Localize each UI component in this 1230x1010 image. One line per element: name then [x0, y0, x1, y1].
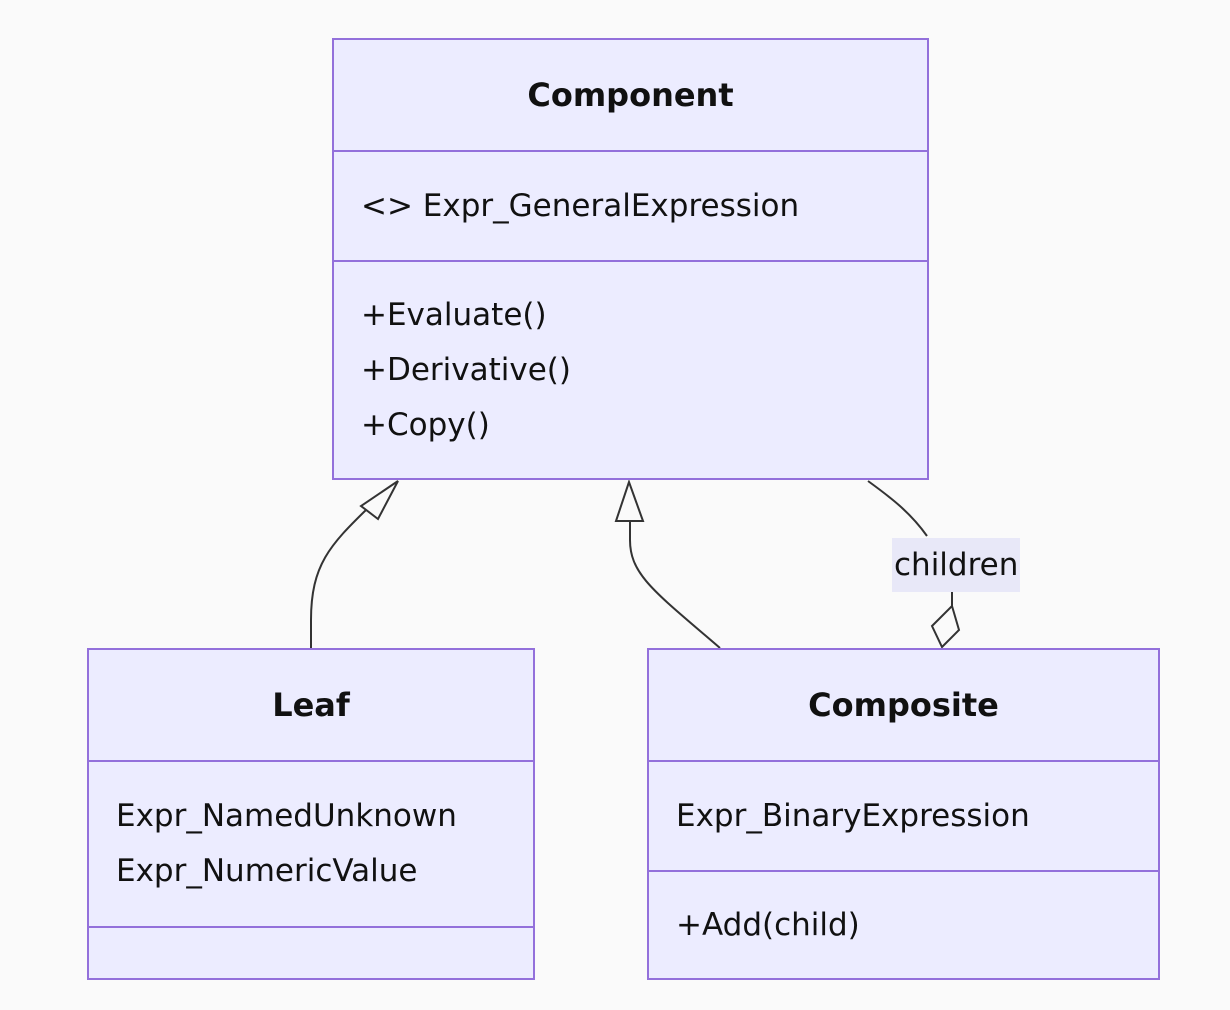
leaf-inheritance-line	[310, 507, 369, 648]
class-component-methods: +Evaluate() +Derivative() +Copy()	[334, 260, 927, 478]
class-composite-attributes: Expr_BinaryExpression	[649, 760, 1158, 870]
class-component[interactable]: Component <> Expr_GeneralExpression +Eva…	[332, 38, 929, 480]
class-leaf-name: Leaf	[272, 686, 350, 724]
class-composite-method: +Add(child)	[676, 906, 860, 943]
class-leaf-attribute: Expr_NumericValue	[116, 853, 418, 889]
composite-inheritance-arrowhead	[614, 478, 645, 522]
class-component-name: Component	[527, 76, 734, 114]
class-component-attributes: <> Expr_GeneralExpression	[334, 150, 927, 260]
class-component-method: +Derivative()	[361, 351, 571, 388]
class-leaf-attribute: Expr_NamedUnknown	[116, 798, 457, 834]
class-composite-attribute: Expr_BinaryExpression	[676, 797, 1030, 834]
class-composite-methods: +Add(child)	[649, 870, 1158, 978]
leaf-inheritance-arrowhead	[359, 480, 399, 521]
class-leaf-methods	[89, 926, 533, 978]
class-component-method: +Copy()	[361, 406, 490, 443]
class-leaf-attributes: Expr_NamedUnknown Expr_NumericValue	[89, 760, 533, 926]
composite-inheritance-line	[629, 521, 721, 649]
class-component-title: Component	[334, 40, 927, 150]
aggregation-diamond	[930, 604, 961, 649]
class-composite-title: Composite	[649, 650, 1158, 760]
class-composite-name: Composite	[808, 686, 999, 724]
class-composite[interactable]: Composite Expr_BinaryExpression +Add(chi…	[647, 648, 1160, 980]
class-component-method: +Evaluate()	[361, 296, 547, 333]
aggregation-label-children: children	[892, 538, 1021, 592]
class-component-attribute: <> Expr_GeneralExpression	[361, 187, 800, 224]
class-leaf-title: Leaf	[89, 650, 533, 760]
class-leaf[interactable]: Leaf Expr_NamedUnknown Expr_NumericValue	[87, 648, 535, 980]
